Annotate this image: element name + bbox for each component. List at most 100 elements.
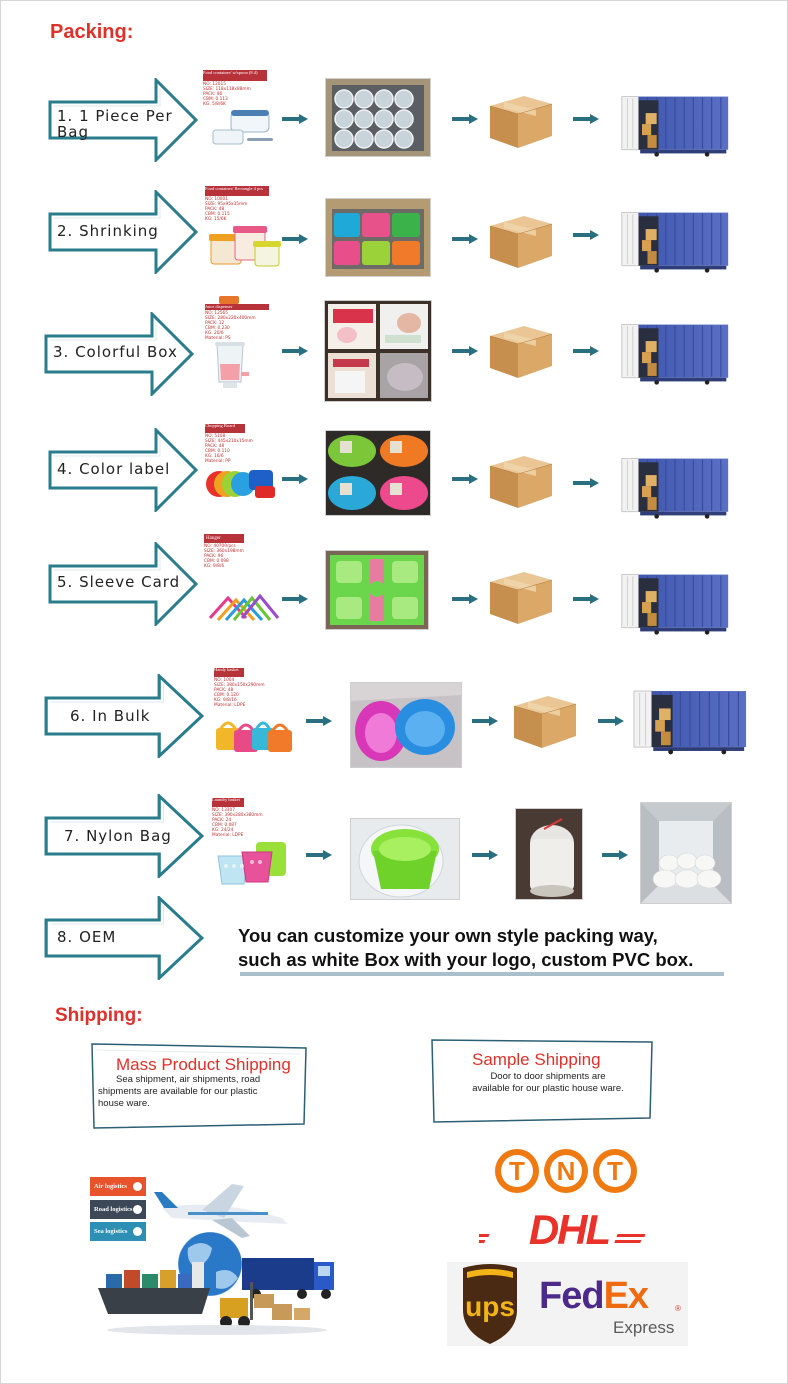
carton-box-graphic [510,690,580,750]
oem-description: You can customize your own style packing… [238,924,693,972]
step-label-line: 2. Shrinking [57,222,159,240]
product-card-title: Juice dispenser [205,304,269,310]
photo-shrink-wrapped-sets [325,198,431,277]
carton-box-graphic [486,210,556,270]
product-card-title: Food container/ w/spoon (8.4) [203,70,267,81]
hangers-graphic [208,593,280,622]
ups-fedex-logo-panel: ups FedEx ® Express [447,1262,688,1346]
mass-shipping-desc: Sea shipment, air shipments, road shipme… [98,1074,261,1109]
handy-baskets-graphic [216,721,292,752]
chevron-right-icon [133,1227,142,1236]
juice-dispenser-graphic [215,342,249,388]
svg-text:DHL: DHL [529,1208,610,1250]
carton-box-graphic [486,90,556,150]
step-label: 2. Shrinking [57,223,159,239]
photo-color-boxes [324,300,432,402]
step-label-line: 1. 1 Piece Per [57,107,173,125]
product-card-title: Hanger [204,534,244,543]
chevron-right-icon [133,1182,142,1191]
product-card-title: Chopping Board [205,424,245,433]
food-container-graphic [212,110,273,145]
shipping-container-graphic [620,452,730,522]
fedex-wordmark: FedEx [539,1275,649,1317]
svg-text:T: T [509,1156,525,1186]
oem-line: You can customize your own style packing… [238,925,658,946]
mass-shipping-title: Mass Product Shipping [116,1055,291,1074]
shipping-container-graphic [632,684,748,758]
product-card-title: Laundry basket [212,798,244,807]
step-label: 1. 1 Piece Per Bag [57,108,173,140]
packing-step-8: 8. OEM [0,892,788,1002]
photo-packed-bags [515,808,583,900]
chopping-boards-graphic [206,470,275,498]
step-label: 7. Nylon Bag [64,828,172,844]
laundry-baskets-graphic [217,842,286,885]
step-label-line: Bag [57,123,90,141]
svg-text:T: T [607,1156,623,1186]
step-label: 5. Sleeve Card [57,574,180,590]
ups-logo: ups [463,1264,517,1344]
truck-icon [242,1258,334,1299]
shipping-container-graphic [620,318,730,388]
product-card-title: Handy basket [214,668,244,677]
packing-title: Packing: [50,21,134,43]
mass-shipping-box-frame [91,1043,307,1129]
chevron-right-icon [133,1205,142,1214]
packing-step-1: 1. 1 Piece Per Bag Food container/ w/spo… [0,70,788,180]
step-label-line: 3. Colorful Box [53,343,178,361]
oem-divider [240,972,724,976]
carton-box-graphic [486,320,556,380]
step-label: 6. In Bulk [70,708,150,724]
step-label-line: 4. Color label [57,460,171,478]
shipping-container-graphic [620,206,730,276]
photo-labeled-boards [325,430,431,516]
container-set-graphic [209,226,281,267]
step-label-line: 6. In Bulk [70,707,151,725]
step-label: 3. Colorful Box [53,344,178,360]
tnt-logo: T N T [495,1149,637,1193]
registered-mark: ® [675,1304,681,1313]
packing-step-3: 3. Colorful Box Juice dispenser NO: 1256… [0,296,788,410]
dhl-logo: DHL [479,1208,646,1250]
svg-text:N: N [557,1156,576,1186]
carton-box-graphic [486,566,556,626]
photo-nylon-bag-basket [350,818,460,900]
step-label-line: 8. OEM [57,928,117,946]
step-label: 4. Color label [57,461,170,477]
air-logistics-button[interactable]: Air logistics [90,1177,146,1196]
shipping-title: Shipping: [55,1005,143,1026]
step-label-line: 7. Nylon Bag [64,827,172,845]
fedex-express-label: Express [613,1318,675,1337]
logistics-illustration [98,1184,334,1335]
photo-bagged-containers [325,78,431,157]
oem-line: such as white Box with your logo, custom… [238,949,694,970]
product-card-title: Food container/ Rectangle 4 pcs [205,186,269,196]
sample-shipping-box-frame [431,1039,653,1123]
step-label-line: 5. Sleeve Card [57,573,181,591]
sample-shipping-desc: Door to door shipments are available for… [472,1071,624,1094]
step-label: 8. OEM [57,929,116,945]
carton-box-graphic [486,450,556,510]
new-badge [219,296,239,304]
product-image-food-container-set: Food container/ Rectangle 4 pcs NO: 1000… [205,186,283,270]
shipping-container-graphic [620,568,730,638]
road-logistics-button[interactable]: Road logistics [90,1200,146,1219]
sea-logistics-button[interactable]: Sea logistics [90,1222,146,1241]
cargo-ship-icon [98,1262,210,1314]
airplane-icon [154,1184,288,1238]
